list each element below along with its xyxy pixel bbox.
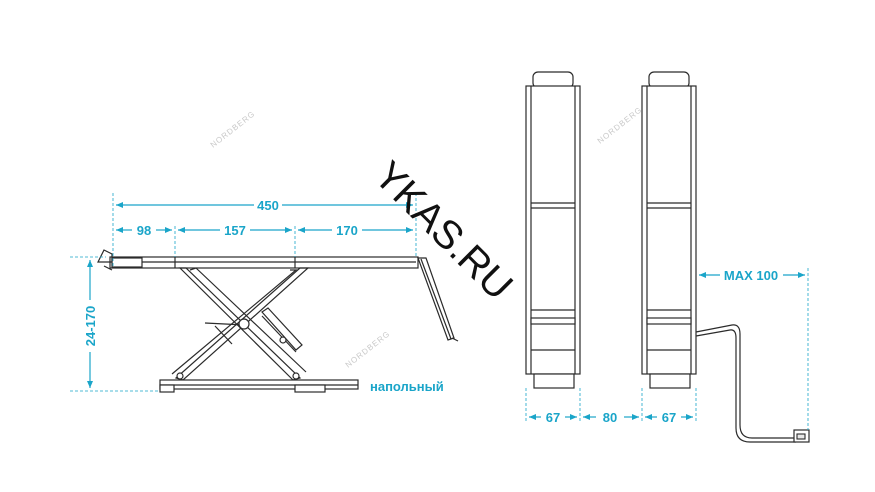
dim-cable-max: MAX 100 [724, 268, 778, 283]
dim-overall-length: 450 [257, 198, 279, 213]
brand-watermark: NORDBERG [209, 109, 257, 149]
site-watermark: YKAS.RU [366, 153, 521, 308]
scissor-mechanism [171, 267, 310, 381]
runway-right [641, 71, 697, 389]
pivot-pin [238, 318, 250, 330]
dim-segment-3: 170 [336, 223, 358, 238]
dim-segment-2: 157 [224, 223, 246, 238]
side-view: напольный 450 98 157 170 24-170 [70, 193, 459, 394]
dim-gap: 80 [603, 410, 617, 425]
runway-end-block [111, 257, 143, 268]
hydraulic-cylinder [261, 307, 303, 351]
brand-watermark: NORDBERG [596, 105, 644, 145]
runway-left [525, 71, 581, 389]
wheel-stop [97, 249, 113, 263]
dim-width-left: 67 [546, 410, 560, 425]
control-cable [695, 324, 796, 439]
dim-width-right: 67 [662, 410, 676, 425]
brand-watermark: NORDBERG [344, 329, 392, 369]
dim-height-range: 24-170 [83, 306, 98, 346]
dim-segment-1: 98 [137, 223, 151, 238]
floor-mount-label: напольный [370, 379, 444, 394]
top-view: 67 80 67 MAX 100 [525, 71, 810, 443]
